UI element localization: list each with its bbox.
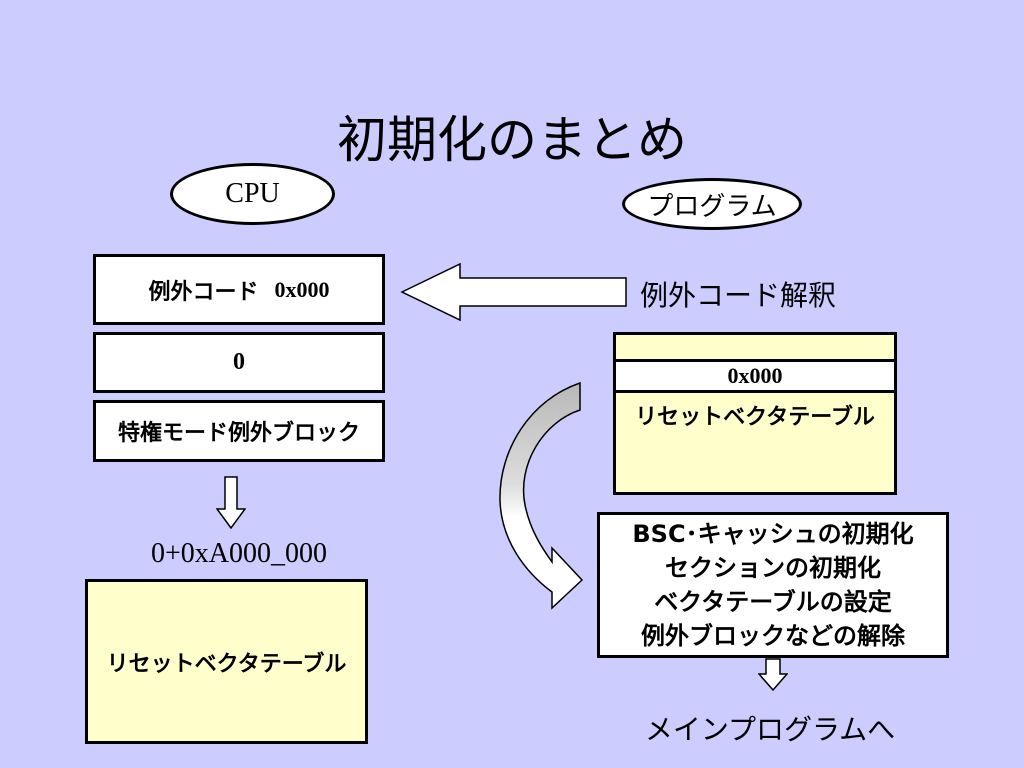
curved-arrow [499, 381, 584, 610]
right-table-address-row: 0x000 [613, 359, 897, 393]
zero-value: 0 [233, 349, 245, 375]
init-step-2: セクションの初期化 [665, 554, 881, 582]
exception-code-value: 0x000 [274, 276, 330, 302]
left-reset-vector-table: リセットベクタテーブル [85, 579, 368, 744]
program-oval: プログラム [622, 178, 802, 230]
down-arrow-left [216, 476, 246, 530]
init-step-4: 例外ブロックなどの解除 [641, 622, 905, 650]
exception-code-box: 例外コード 0x000 [93, 254, 385, 325]
main-program-label: メインプログラムへ [644, 713, 896, 746]
privileged-block-label: 特権モード例外ブロック [117, 421, 360, 446]
address-label: 0+0xA000_000 [150, 538, 327, 569]
right-reset-table-label: リセットベクタテーブル [635, 405, 875, 430]
privileged-mode-block-box: 特権モード例外ブロック [93, 400, 385, 462]
cpu-label: CPU [225, 178, 280, 209]
page-title: 初期化のまとめ [337, 111, 687, 169]
exception-code-label: 例外コード [148, 279, 259, 305]
left-reset-table-label: リセットベクタテーブル [106, 651, 347, 677]
cpu-oval: CPU [170, 163, 335, 225]
program-label: プログラム [647, 191, 777, 222]
right-table-address: 0x000 [727, 363, 783, 388]
right-reset-vector-table: 0x000 リセットベクタテーブル [613, 332, 897, 495]
init-steps-box: BSC･キャッシュの初期化 セクションの初期化 ベクタテーブルの設定 例外ブロッ… [597, 512, 949, 658]
init-step-1: BSC･キャッシュの初期化 [632, 520, 914, 548]
exception-code-interpretation: 例外コード解釈 [640, 279, 837, 312]
zero-box: 0 [93, 332, 385, 393]
down-arrow-right [758, 658, 788, 692]
left-arrow-big [400, 262, 627, 322]
init-step-3: ベクタテーブルの設定 [654, 588, 892, 616]
